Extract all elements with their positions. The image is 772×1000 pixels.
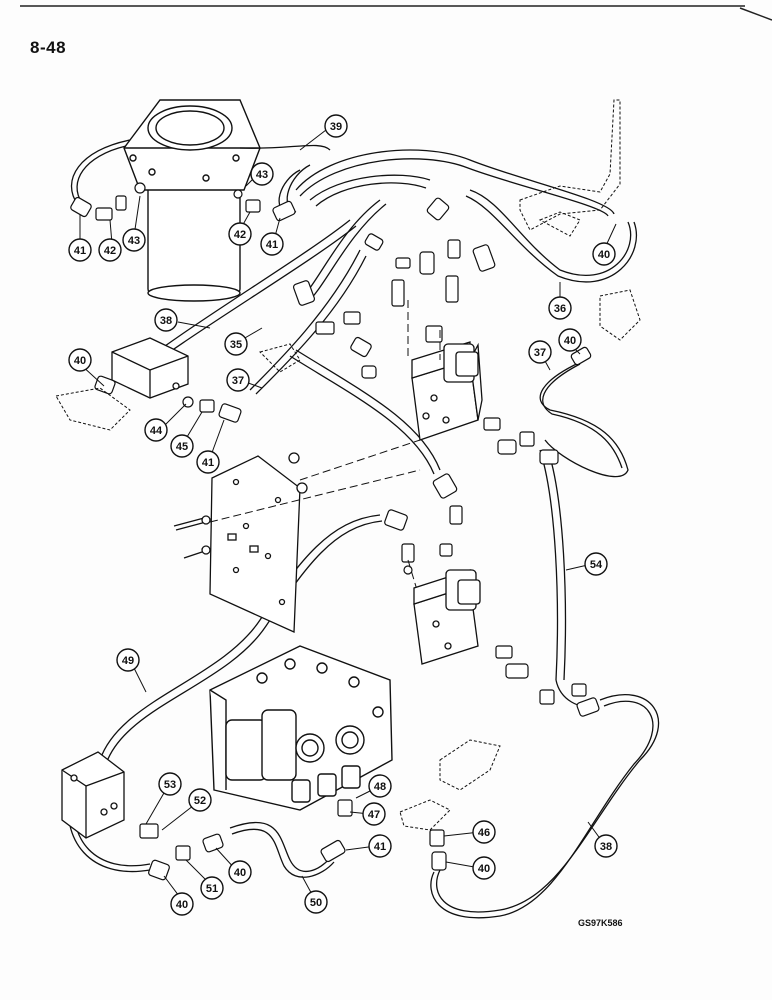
svg-text:37: 37 (534, 347, 546, 359)
svg-text:42: 42 (234, 229, 246, 241)
svg-text:43: 43 (128, 235, 140, 247)
page-number: 8-48 (30, 38, 67, 57)
callout-43-left: 43 (122, 228, 146, 252)
svg-text:40: 40 (478, 863, 490, 875)
svg-text:48: 48 (374, 781, 386, 793)
callout-42-mid: 42 (228, 222, 252, 246)
svg-text:46: 46 (478, 827, 490, 839)
callout-40-bottom-left: 40 (170, 892, 194, 916)
svg-text:54: 54 (590, 559, 603, 571)
solenoid-block-upper (111, 337, 189, 399)
alignment-lines (209, 300, 441, 601)
callout-40-topright: 40 (592, 242, 616, 266)
callout-37-mid: 37 (226, 368, 250, 392)
callout-41-left: 41 (68, 238, 92, 262)
svg-text:40: 40 (74, 355, 86, 367)
svg-text:41: 41 (266, 239, 278, 251)
ghost-parts (55, 99, 641, 831)
svg-text:37: 37 (232, 375, 244, 387)
svg-text:38: 38 (600, 841, 612, 853)
callout-41-lower: 41 (196, 450, 220, 474)
hose-lines (67, 139, 660, 919)
callout-44: 44 (144, 418, 168, 442)
callout-40-right: 40 (558, 328, 582, 352)
callout-40-left: 40 (68, 348, 92, 372)
svg-text:41: 41 (374, 841, 386, 853)
callout-46: 46 (472, 820, 496, 844)
callout-40-bottomright: 40 (472, 856, 496, 880)
svg-text:38: 38 (160, 315, 172, 327)
svg-text:41: 41 (74, 245, 86, 257)
callout-49: 49 (116, 648, 140, 672)
svg-text:51: 51 (206, 883, 218, 895)
callout-38-bottom: 38 (594, 834, 618, 858)
svg-text:52: 52 (194, 795, 206, 807)
svg-text:50: 50 (310, 897, 322, 909)
svg-text:53: 53 (164, 779, 176, 791)
svg-text:45: 45 (176, 441, 188, 453)
svg-text:40: 40 (564, 335, 576, 347)
callout-47: 47 (362, 802, 386, 826)
svg-text:43: 43 (256, 169, 268, 181)
callout-38-top: 38 (154, 308, 178, 332)
fittings (70, 182, 600, 881)
callout-43-top: 43 (250, 162, 274, 186)
mounting-plate (173, 452, 308, 633)
svg-text:35: 35 (230, 339, 242, 351)
svg-text:40: 40 (234, 867, 246, 879)
callout-42-left: 42 (98, 238, 122, 262)
callout-45: 45 (170, 434, 194, 458)
accumulator-cylinder (123, 99, 261, 302)
svg-text:39: 39 (330, 121, 342, 133)
callout-35: 35 (224, 332, 248, 356)
callout-50: 50 (304, 890, 328, 914)
control-valve-block (209, 645, 393, 811)
callout-52: 52 (188, 788, 212, 812)
figure-code: GS97K586 (578, 918, 623, 928)
callout-48: 48 (368, 774, 392, 798)
upper-valve-manifold (411, 341, 483, 441)
svg-text:36: 36 (554, 303, 566, 315)
solenoid-block-left (61, 751, 125, 839)
svg-text:40: 40 (176, 899, 188, 911)
svg-text:47: 47 (368, 809, 380, 821)
svg-text:44: 44 (150, 425, 163, 437)
callout-54: 54 (584, 552, 608, 576)
svg-text:41: 41 (202, 457, 214, 469)
svg-text:40: 40 (598, 249, 610, 261)
callout-41-bottom: 41 (368, 834, 392, 858)
page-corner (739, 7, 772, 21)
callout-39: 39 (324, 114, 348, 138)
callout-36: 36 (548, 296, 572, 320)
callout-40-bottom-mid: 40 (228, 860, 252, 884)
callout-51: 51 (200, 876, 224, 900)
svg-text:49: 49 (122, 655, 134, 667)
callout-53: 53 (158, 772, 182, 796)
callout-41-mid: 41 (260, 232, 284, 256)
svg-text:42: 42 (104, 245, 116, 257)
lower-valve-manifold (413, 569, 481, 665)
callout-37-right: 37 (528, 340, 552, 364)
